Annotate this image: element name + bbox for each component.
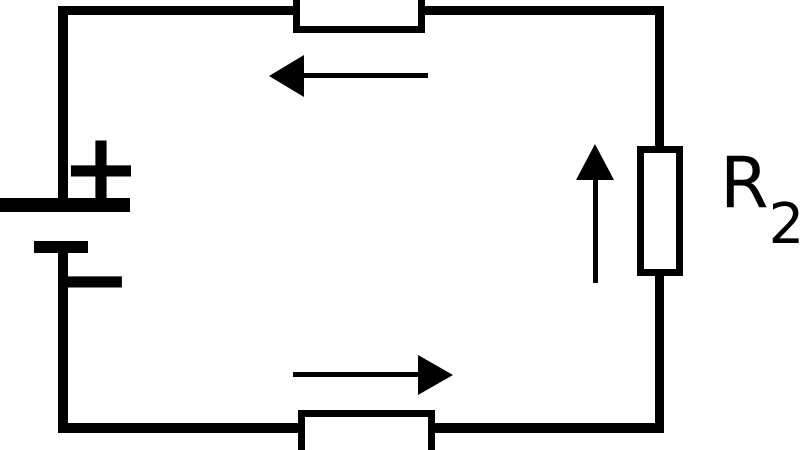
- resistor-r2-label: R2: [720, 148, 800, 253]
- battery-positive-plate: [0, 198, 130, 212]
- battery-plus-label: +: [60, 112, 142, 224]
- resistor-r2-label-base: R: [720, 142, 769, 224]
- battery-minus-label: −: [51, 223, 133, 335]
- current-arrow-right-shaft: [593, 178, 598, 283]
- resistor-bottom-box: [298, 410, 435, 450]
- resistor-top-box: [293, 0, 425, 33]
- resistor-r2-label-subscript: 2: [768, 192, 800, 257]
- resistor-r2-box: [637, 146, 683, 276]
- current-arrow-top-shaft: [300, 73, 428, 78]
- battery-negative-plate: [34, 241, 88, 253]
- current-arrow-up-icon: [576, 144, 614, 180]
- wire-left-lower: [58, 247, 68, 433]
- current-arrow-right-icon: [418, 355, 453, 395]
- current-arrow-left-icon: [269, 55, 304, 97]
- current-arrow-bottom-shaft: [293, 372, 421, 377]
- wire-left-upper: [58, 6, 68, 202]
